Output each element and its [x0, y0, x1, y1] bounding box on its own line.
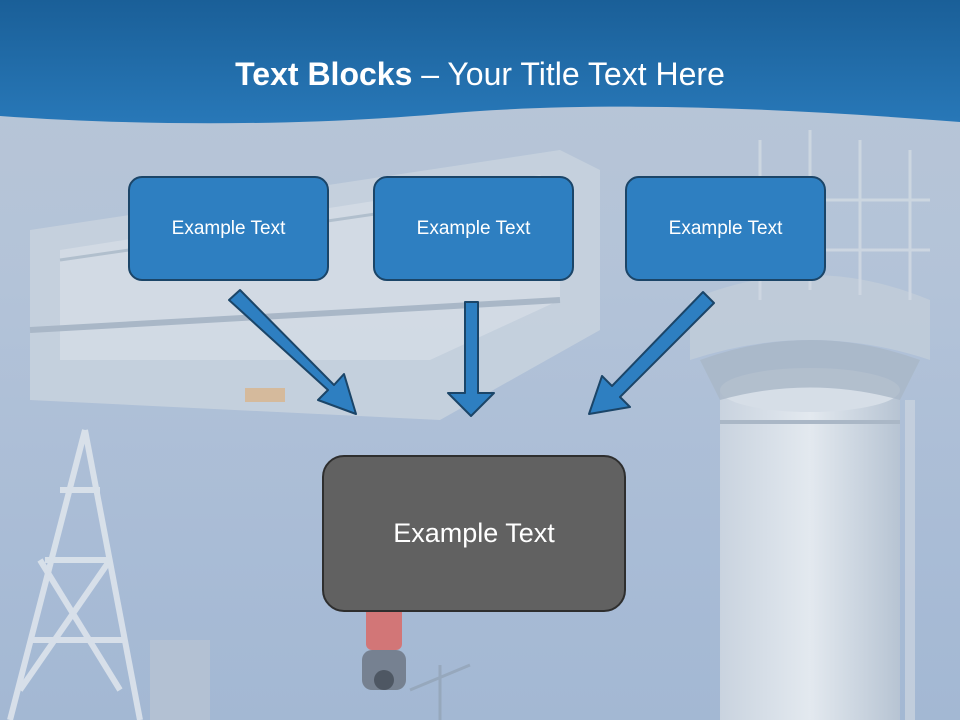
text-block-3[interactable]: Example Text: [625, 176, 826, 281]
text-block-3-label: Example Text: [668, 217, 783, 239]
text-block-1-label: Example Text: [171, 217, 286, 239]
slide-title-rest: Your Title Text Here: [447, 56, 725, 92]
text-block-2[interactable]: Example Text: [373, 176, 574, 281]
slide-title-dash: –: [412, 56, 448, 92]
text-block-2-label: Example Text: [416, 217, 531, 239]
text-block-1[interactable]: Example Text: [128, 176, 329, 281]
main-text-block-label: Example Text: [393, 518, 555, 548]
main-text-block[interactable]: Example Text: [322, 455, 626, 612]
slide-title: Text Blocks – Your Title Text Here: [0, 52, 960, 96]
slide-title-bold: Text Blocks: [235, 56, 413, 92]
